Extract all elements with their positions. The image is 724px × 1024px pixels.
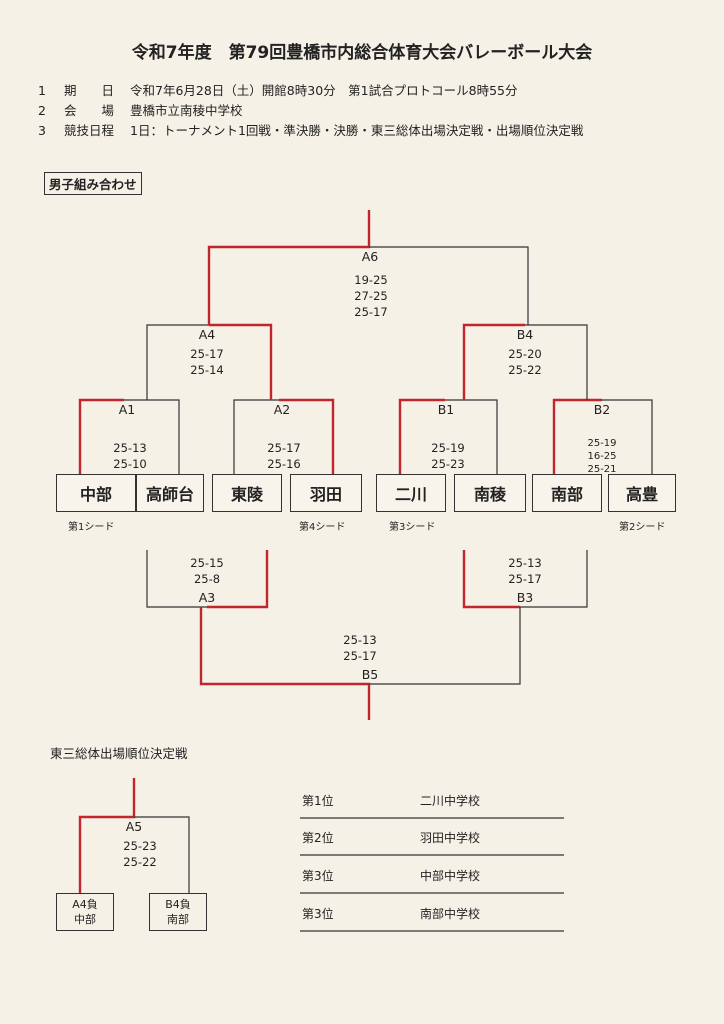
match-label-a2: A2 xyxy=(273,402,291,417)
match-label-b2: B2 xyxy=(593,402,611,417)
team-takashidai: 高師台 xyxy=(136,474,204,512)
match-label-b1: B1 xyxy=(437,402,455,417)
team-takatoyo: 高豊 xyxy=(608,474,676,512)
team-futagawa: 二川 xyxy=(376,474,446,512)
line-b2-loser xyxy=(602,399,653,476)
line-a6-winner xyxy=(207,210,371,325)
line-a5-loser xyxy=(134,816,190,893)
line-a2-loser xyxy=(233,399,279,476)
seed-4: 第4シード xyxy=(299,522,346,533)
line-b4-loser xyxy=(525,324,588,400)
rank-3b-school: 南部中学校 xyxy=(420,907,481,921)
seed-2: 第2シード xyxy=(619,522,666,533)
rank-3a-label: 第3位 xyxy=(302,869,334,883)
line-b5-loser xyxy=(369,607,521,685)
line-b1-winner xyxy=(398,398,445,476)
seed-3: 第3シード xyxy=(389,522,436,533)
match-label-b4: B4 xyxy=(516,327,534,342)
rank-1-school: 二川中学校 xyxy=(420,794,481,808)
line-a3-loser xyxy=(146,550,207,608)
line-b3-winner xyxy=(462,550,520,609)
line-b4-winner xyxy=(462,323,525,400)
placement-box-a4: A4負中部 xyxy=(56,893,114,931)
match-label-b3: B3 xyxy=(516,590,534,605)
page-title: 令和7年度 第79回豊橋市内総合体育大会バレーボール大会 xyxy=(131,43,593,63)
team-nanryo: 南稜 xyxy=(454,474,526,512)
match-label-a4: A4 xyxy=(198,327,216,342)
team-hada: 羽田 xyxy=(290,474,362,512)
match-label-a1: A1 xyxy=(118,402,136,417)
line-b3-loser xyxy=(520,550,588,608)
line-a3-winner xyxy=(207,550,269,609)
placement-title: 東三総体出場順位決定戦 xyxy=(50,746,188,761)
line-a4-winner xyxy=(209,323,273,400)
match-label-a3: A3 xyxy=(198,590,216,605)
line-b1-loser xyxy=(445,399,498,476)
line-a1-loser xyxy=(124,399,180,476)
match-label-a5: A5 xyxy=(125,819,143,834)
placement-box-b4: B4負南部 xyxy=(149,893,207,931)
rank-2-label: 第2位 xyxy=(302,831,334,845)
rank-2-school: 羽田中学校 xyxy=(420,831,481,845)
match-label-b5: B5 xyxy=(361,667,379,682)
line-b2-winner xyxy=(552,398,602,476)
section-label: 男子組み合わせ xyxy=(44,172,142,195)
line-a1-winner xyxy=(78,398,124,476)
match-label-a6: A6 xyxy=(361,249,379,264)
line-b5-winner xyxy=(199,607,371,720)
rank-1-label: 第1位 xyxy=(302,794,334,808)
team-nanbu: 南部 xyxy=(532,474,602,512)
seed-1: 第1シード xyxy=(68,522,115,533)
team-toryo: 東陵 xyxy=(212,474,282,512)
rank-3b-label: 第3位 xyxy=(302,907,334,921)
rank-3a-school: 中部中学校 xyxy=(420,869,481,883)
team-chubu: 中部 xyxy=(56,474,136,512)
line-a5-winner xyxy=(78,778,136,893)
line-a6-loser xyxy=(369,246,529,325)
line-a2-winner xyxy=(279,398,335,476)
line-a4-loser xyxy=(146,324,209,400)
